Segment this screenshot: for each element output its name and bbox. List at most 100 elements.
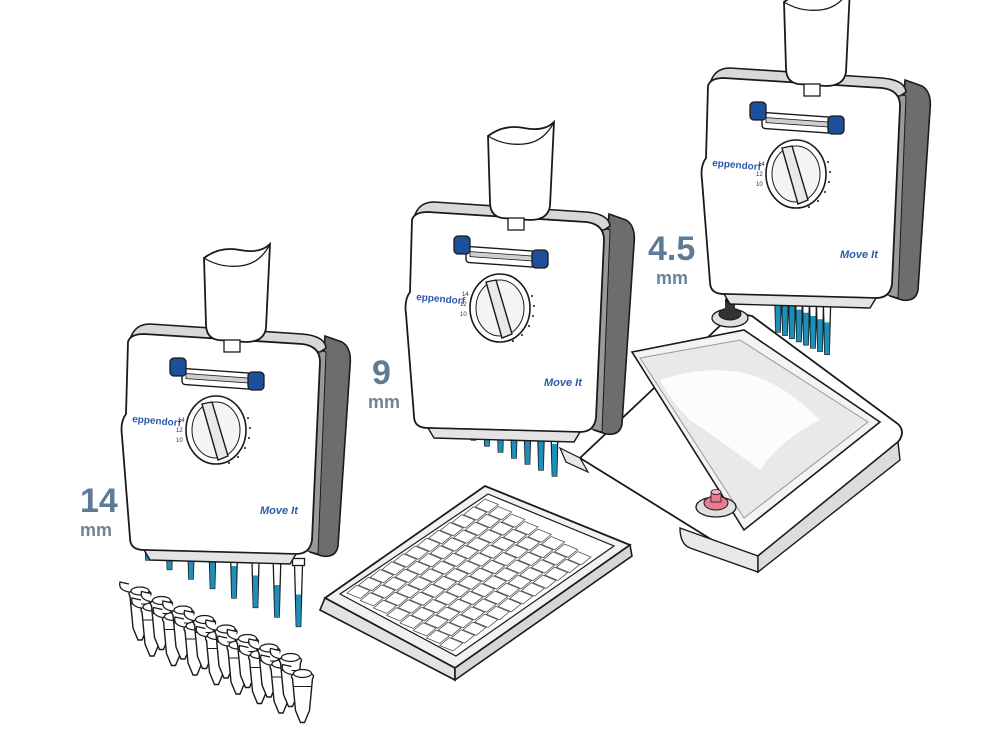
plate-well bbox=[464, 521, 489, 536]
plate-well bbox=[394, 568, 419, 583]
plate-well bbox=[396, 584, 421, 599]
reagent-reservoir-tray bbox=[558, 297, 903, 574]
microcentrifuge-tubes bbox=[118, 581, 315, 724]
plate-well bbox=[435, 606, 461, 621]
spacing-unit-4-5: mm bbox=[656, 268, 688, 288]
plate-well bbox=[359, 592, 384, 607]
pipette-4-5mm: eppendorf Move It 14 12 10 4.5 mm bbox=[648, 0, 932, 356]
plate-well bbox=[544, 566, 569, 581]
pipette-9mm-brand: eppendorf bbox=[416, 292, 466, 307]
plate-well bbox=[472, 598, 497, 613]
pipette-4-5mm-scale-10: 10 bbox=[756, 182, 763, 188]
pipette-14mm-scale-10: 10 bbox=[176, 438, 183, 444]
plate-well bbox=[419, 568, 444, 583]
plate-well bbox=[399, 614, 424, 629]
pipette-14mm-scale-14: 14 bbox=[178, 418, 185, 424]
pipette-4-5mm-scale-14: 14 bbox=[758, 162, 765, 168]
plate-well bbox=[487, 506, 513, 521]
plate-well bbox=[425, 629, 451, 644]
plate-well bbox=[406, 560, 431, 576]
well-plate-96 bbox=[318, 484, 633, 682]
plate-well bbox=[519, 567, 544, 582]
plate-well bbox=[346, 584, 371, 599]
plate-well bbox=[467, 552, 493, 567]
plate-well bbox=[357, 576, 383, 592]
plate-well bbox=[504, 544, 529, 559]
plate-well bbox=[554, 543, 579, 558]
pipette-4-5mm-brand: eppendorf bbox=[712, 158, 762, 173]
plate-well bbox=[484, 590, 509, 605]
pipette-9mm-model: Move It bbox=[544, 377, 583, 389]
plate-well bbox=[540, 536, 566, 551]
plate-well bbox=[416, 537, 441, 552]
plate-well bbox=[479, 544, 504, 559]
plate-well bbox=[457, 575, 482, 590]
plate-well bbox=[410, 606, 436, 622]
plate-well bbox=[497, 598, 522, 613]
plate-well bbox=[462, 506, 488, 521]
plate-well bbox=[466, 537, 491, 552]
plate-well bbox=[456, 560, 481, 575]
plate-well bbox=[530, 559, 556, 574]
plate-well bbox=[407, 576, 433, 591]
pipette-14mm-model: Move It bbox=[260, 505, 299, 517]
plate-well bbox=[412, 622, 437, 637]
plate-well bbox=[459, 590, 484, 606]
plate-well bbox=[449, 614, 474, 629]
plate-well bbox=[432, 575, 458, 591]
pipette-4-5mm-model: Move It bbox=[840, 249, 879, 261]
plate-well bbox=[476, 513, 501, 529]
plate-well bbox=[489, 521, 514, 536]
plate-well bbox=[422, 599, 447, 614]
spacing-unit-14: mm bbox=[80, 520, 112, 540]
plate-well bbox=[474, 498, 499, 513]
plate-well bbox=[450, 629, 476, 644]
plate-well bbox=[517, 551, 542, 566]
pipette-9mm-scale-12: 12 bbox=[460, 302, 467, 308]
plate-well bbox=[397, 599, 423, 614]
plate-well bbox=[469, 567, 494, 582]
plate-well bbox=[514, 521, 539, 536]
plate-well bbox=[382, 576, 408, 591]
plate-well bbox=[509, 590, 534, 605]
plate-well bbox=[527, 528, 552, 543]
plate-well bbox=[451, 514, 476, 529]
plate-well bbox=[441, 537, 466, 552]
plate-well bbox=[434, 591, 459, 606]
pipette-4-5mm-scale-12: 12 bbox=[756, 172, 763, 178]
plate-well bbox=[427, 529, 453, 545]
plate-well bbox=[384, 591, 409, 607]
spacing-unit-9: mm bbox=[368, 392, 400, 412]
plate-well bbox=[381, 561, 406, 576]
plate-well bbox=[369, 569, 394, 584]
plate-well bbox=[447, 598, 472, 613]
plate-well bbox=[492, 552, 517, 567]
plate-well bbox=[462, 621, 487, 636]
plate-well bbox=[409, 591, 434, 606]
spacing-label-9: 9 bbox=[372, 354, 391, 392]
plate-well bbox=[477, 529, 503, 544]
plate-well bbox=[567, 551, 592, 566]
plate-well bbox=[485, 605, 511, 621]
plate-well bbox=[417, 553, 443, 568]
plate-well bbox=[470, 583, 496, 598]
plate-well bbox=[542, 551, 567, 566]
plate-well bbox=[507, 574, 532, 590]
plate-well bbox=[482, 575, 507, 590]
plate-well bbox=[454, 544, 479, 560]
spacing-label-14: 14 bbox=[80, 482, 118, 520]
plate-well bbox=[460, 606, 486, 621]
pipette-9mm: eppendorf Move It 14 12 10 9 mm bbox=[368, 121, 636, 477]
plate-well bbox=[491, 536, 516, 551]
plate-well bbox=[421, 583, 446, 598]
pipette-14mm-brand: eppendorf bbox=[132, 414, 182, 429]
plate-well bbox=[494, 567, 519, 582]
plate-well bbox=[474, 613, 499, 628]
plate-well bbox=[480, 559, 506, 575]
plate-well bbox=[442, 552, 468, 567]
pipette-14mm-tip bbox=[291, 557, 306, 628]
plate-well bbox=[439, 522, 464, 537]
black-valve-knob bbox=[711, 297, 749, 328]
plate-well bbox=[424, 614, 449, 629]
